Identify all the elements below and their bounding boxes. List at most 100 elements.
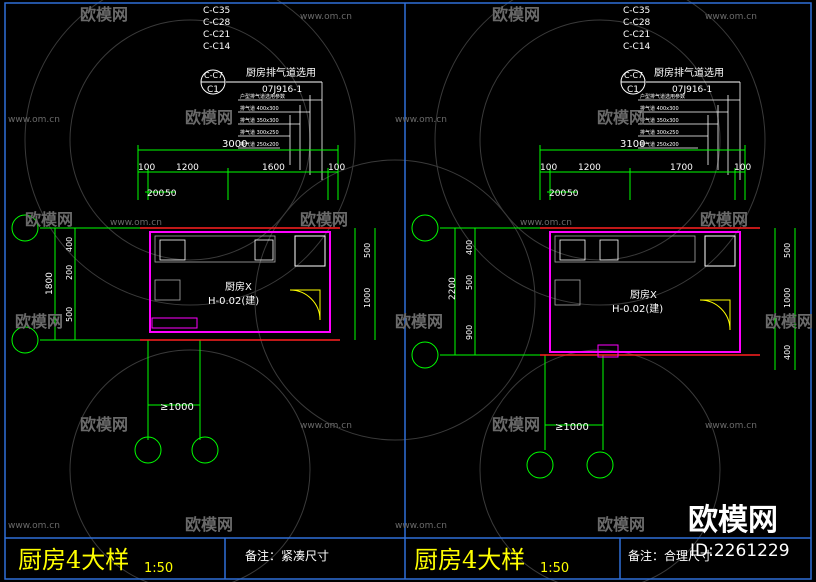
dim-label: 900	[465, 325, 474, 340]
watermark-brand: 欧模网	[597, 108, 645, 127]
drawing-scale: 1:50	[144, 561, 173, 576]
watermark-brand: 欧模网	[492, 5, 540, 24]
axis-lines	[411, 214, 796, 479]
bottom-dim: ≥1000	[555, 422, 589, 433]
dim-label: 400	[783, 345, 792, 360]
watermark-brand: 欧模网	[80, 5, 128, 24]
top-dimensions	[137, 145, 339, 200]
asset-id: ID:2261229	[690, 541, 790, 561]
drawing-scale: 1:50	[540, 561, 569, 576]
watermark-url: www.om.cn	[705, 421, 757, 431]
svg-text:排气道 400x300: 排气道 400x300	[640, 105, 679, 112]
dim-label: 50	[567, 189, 579, 199]
title-block-right: 厨房4大样 1:50 备注：合理尺寸	[414, 546, 712, 576]
watermark-url: www.om.cn	[110, 218, 162, 228]
top-dimensions	[539, 145, 746, 200]
dim-label: 400	[65, 237, 74, 252]
drawing-title: 厨房4大样	[414, 546, 525, 574]
drawing-note: 备注：紧凑尺寸	[245, 548, 329, 563]
dim-total: 3000	[222, 139, 247, 150]
watermark-url: www.om.cn	[395, 115, 447, 125]
section-ref-list: C-C35 C-C28 C-C21 C-C14 C-C7 C1	[620, 6, 651, 95]
svg-text:排气道 250x200: 排气道 250x200	[640, 141, 679, 148]
ref-label: C-C21	[623, 30, 650, 40]
svg-text:排气道 400x300: 排气道 400x300	[240, 105, 279, 112]
panel-right: C-C35 C-C28 C-C21 C-C14 C-C7 C1 厨房排气道选用 …	[411, 6, 796, 479]
bottom-dim: ≥1000	[160, 402, 194, 413]
axis-lines	[11, 214, 376, 464]
svg-text:户型排气道选用参数: 户型排气道选用参数	[640, 93, 685, 100]
watermark-brand: 欧模网	[492, 415, 540, 434]
dim-label: 1200	[578, 163, 601, 173]
ref-label: C-C7	[204, 71, 223, 80]
room-plan	[540, 227, 760, 358]
ref-label: C-C14	[203, 42, 231, 52]
watermark-url: www.om.cn	[300, 12, 352, 22]
watermark-url: www.om.cn	[8, 521, 60, 531]
ref-label: C-C7	[624, 71, 643, 80]
section-ref-list: C-C35 C-C28 C-C21 C-C14 C-C7 C1	[200, 6, 231, 95]
dim-label: 1700	[670, 163, 693, 173]
ref-label: C-C28	[623, 18, 651, 28]
dim-label: 1800	[45, 272, 55, 295]
watermark-url: www.om.cn	[395, 521, 447, 531]
watermark-brand: 欧模网	[185, 515, 233, 534]
watermark-brand: 欧模网	[597, 515, 645, 534]
std-number: 07J916-1	[262, 85, 302, 95]
std-number: 07J916-1	[672, 85, 712, 95]
panel-left: C-C35 C-C28 C-C21 C-C14 C-C7 C1 厨房排气道选用 …	[11, 6, 376, 464]
dim-label: 500	[783, 243, 792, 258]
watermark-brand: 欧模网	[185, 108, 233, 127]
dim-label: 200	[549, 189, 566, 199]
brand-logo-text: 欧模网	[688, 503, 778, 538]
watermark-url: www.om.cn	[520, 218, 572, 228]
watermark-brand: 欧模网	[15, 312, 63, 331]
room-plan	[140, 227, 340, 341]
ref-label: C-C35	[623, 6, 650, 16]
dim-label: 1000	[783, 288, 792, 308]
ref-label: C-C14	[623, 42, 651, 52]
svg-text:排气道 300x250: 排气道 300x250	[240, 129, 279, 136]
ref-label: C-C28	[203, 18, 231, 28]
title-block-left: 厨房4大样 1:50 备注：紧凑尺寸	[18, 546, 329, 576]
std-title: 厨房排气道选用	[246, 66, 316, 79]
dim-label: 100	[734, 163, 751, 173]
drawing-note: 备注：合理尺寸	[628, 548, 712, 563]
svg-text:排气道 300x250: 排气道 300x250	[640, 129, 679, 136]
dim-label: 50	[165, 189, 177, 199]
dim-label: 1200	[176, 163, 199, 173]
dim-label: 500	[363, 243, 372, 258]
watermark-layer: 欧模网 欧模网 欧模网 欧模网 欧模网 欧模网 欧模网 欧模网 欧模网 欧模网 …	[15, 5, 813, 534]
ref-label: C-C35	[203, 6, 230, 16]
svg-text:排气道 350x300: 排气道 350x300	[240, 117, 279, 124]
svg-text:排气道 350x300: 排气道 350x300	[640, 117, 679, 124]
watermark-brand: 欧模网	[395, 312, 443, 331]
dim-label: 1600	[262, 163, 285, 173]
dim-label: 1000	[363, 288, 372, 308]
dim-label: 100	[540, 163, 557, 173]
watermark-url: www.om.cn	[8, 115, 60, 125]
drawing-title: 厨房4大样	[18, 546, 129, 574]
ref-label: C-C21	[203, 30, 230, 40]
dim-label: 100	[328, 163, 345, 173]
watermark-urls: www.om.cn www.om.cn www.om.cn www.om.cn …	[8, 12, 757, 531]
svg-text:户型排气道选用参数: 户型排气道选用参数	[240, 93, 285, 100]
ref-label: C1	[627, 85, 639, 95]
watermark-brand: 欧模网	[765, 312, 813, 331]
ref-label: C1	[207, 85, 219, 95]
dim-label: 100	[138, 163, 155, 173]
std-title: 厨房排气道选用	[654, 66, 724, 79]
svg-text:排气道 250x200: 排气道 250x200	[240, 141, 279, 148]
room-level: H-0.02(建)	[612, 302, 663, 315]
watermark-brand: 欧模网	[700, 210, 748, 229]
watermark-brand: 欧模网	[300, 210, 348, 229]
watermark-circles	[24, 0, 766, 582]
brand-stamp: 欧模网 ID:2261229	[688, 503, 790, 561]
dim-label: 500	[465, 275, 474, 290]
dim-label: 2200	[448, 277, 458, 300]
drawing-frame	[4, 2, 812, 580]
dim-label: 200	[65, 265, 74, 280]
room-name: 厨房X	[630, 288, 657, 301]
dim-label: 400	[465, 240, 474, 255]
